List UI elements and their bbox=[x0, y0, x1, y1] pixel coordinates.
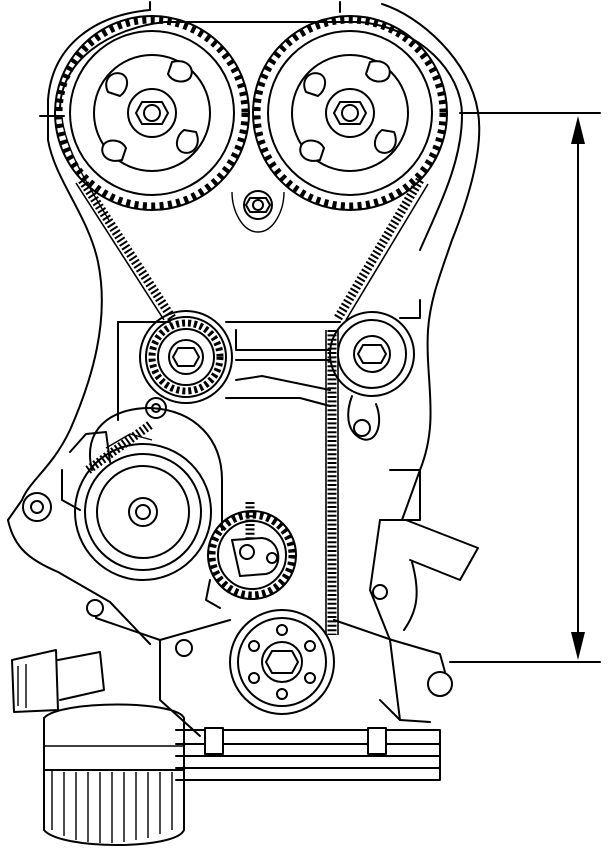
crankshaft-pulley bbox=[229, 609, 335, 715]
right-camshaft-sprocket bbox=[252, 15, 448, 211]
left-mount-bolt bbox=[7, 492, 151, 645]
crankshaft-timing-sprocket bbox=[205, 510, 297, 609]
engine-block-outline bbox=[117, 299, 479, 721]
oil-sump bbox=[175, 727, 441, 781]
center-bolt bbox=[243, 190, 273, 220]
upper-right-idler-pulley bbox=[329, 311, 415, 441]
left-side-fitting bbox=[11, 649, 105, 713]
timing-cover-outline bbox=[7, 1, 481, 521]
timing-belt bbox=[75, 177, 429, 635]
belt-tensioner-assembly bbox=[61, 407, 223, 581]
left-camshaft-sprocket bbox=[54, 15, 250, 211]
upper-left-idler-pulley bbox=[139, 310, 233, 404]
dimension-arrow bbox=[449, 112, 601, 663]
oil-filter bbox=[43, 703, 185, 846]
oil-pump-housing bbox=[86, 584, 453, 737]
